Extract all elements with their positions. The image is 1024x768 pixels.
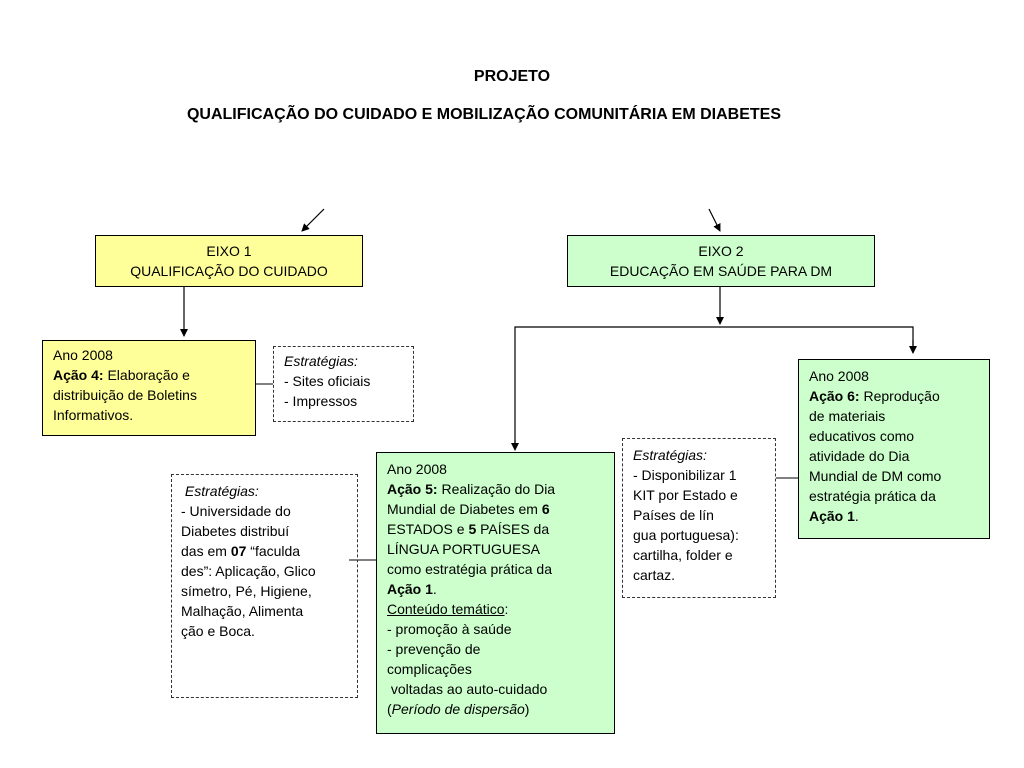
estrategias5-label: Estratégias: xyxy=(181,483,259,499)
acao5-ref: Ação 1 xyxy=(387,581,433,597)
acao4-text-3: Informativos. xyxy=(53,407,134,423)
acao5-periodo: Período de dispersão xyxy=(391,701,525,717)
acao5-number-6: 6 xyxy=(541,501,550,517)
estrategias6-line: cartaz. xyxy=(633,567,676,583)
estrategias5-line: Diabetes distribuí xyxy=(181,523,290,539)
acao5-item: voltadas ao auto-cuidado xyxy=(387,681,548,697)
estrategias5-line: - Universidade do xyxy=(181,503,291,519)
acao5-conteudo-colon: : xyxy=(504,601,509,617)
estrategias5-line: das em xyxy=(181,543,231,559)
acao6-line: Reprodução xyxy=(859,388,940,404)
acao5-periodo-close: ) xyxy=(524,701,530,717)
estrategias4-box: Estratégias: - Sites oficiais - Impresso… xyxy=(273,346,414,422)
acao4-year: Ano 2008 xyxy=(53,347,113,363)
estrategias6-line: - Disponibilizar 1 xyxy=(633,467,737,483)
estrategias6-line: KIT por Estado e xyxy=(633,487,738,503)
acao5-item: - promoção à saúde xyxy=(387,621,512,637)
arrow-to-eixo1 xyxy=(301,208,325,232)
acao6-line: de materiais xyxy=(809,408,886,424)
estrategias5-number-07: 07 xyxy=(230,543,247,559)
acao5-periodo-open: ( xyxy=(387,701,392,717)
acao5-box: Ano 2008 Ação 5: Realização do Dia Mundi… xyxy=(376,452,615,734)
acao5-line-4: LÍNGUA PORTUGUESA xyxy=(387,541,541,557)
acao5-line-2: Mundial de Diabetes em xyxy=(387,501,542,517)
acao5-end: . xyxy=(432,581,437,597)
acao5-line-5: como estratégia prática da xyxy=(387,561,552,577)
eixo1-box: EIXO 1 QUALIFICAÇÃO DO CUIDADO xyxy=(95,235,363,287)
acao5-item: - prevenção de xyxy=(387,641,481,657)
acao5-number-5: 5 xyxy=(468,521,477,537)
acao6-ref: Ação 1 xyxy=(809,508,855,524)
acao5-line-3b: PAÍSES da xyxy=(476,521,550,537)
acao6-line: estratégia prática da xyxy=(809,488,936,504)
estrategias5-line: Malhação, Alimenta xyxy=(181,603,304,619)
estrategias4-item: - Sites oficiais xyxy=(284,373,371,389)
acao5-conteudo-label: Conteúdo temático xyxy=(387,601,505,617)
acao4-text-1: Elaboração e xyxy=(103,367,190,383)
acao5-line-1: Realização do Dia xyxy=(437,481,556,497)
eixo2-label: EIXO 2 xyxy=(698,243,744,259)
eixo2-box: EIXO 2 EDUCAÇÃO EM SAÚDE PARA DM xyxy=(567,235,875,287)
estrategias6-line: cartilha, folder e xyxy=(633,547,733,563)
estrategias5-line: símetro, Pé, Higiene, xyxy=(181,583,312,599)
acao6-end: . xyxy=(854,508,859,524)
estrategias6-box: Estratégias: - Disponibilizar 1 KIT por … xyxy=(622,438,776,598)
acao6-line: educativos como xyxy=(809,428,915,444)
acao4-text-2: distribuição de Boletins xyxy=(53,387,197,403)
acao4-box: Ano 2008 Ação 4: Elaboração e distribuiç… xyxy=(42,340,256,436)
eixo1-subtitle: QUALIFICAÇÃO DO CUIDADO xyxy=(130,263,328,279)
eixo1-label: EIXO 1 xyxy=(206,243,252,259)
acao6-line: atividade do Dia xyxy=(809,448,910,464)
acao6-box: Ano 2008 Ação 6: Reprodução de materiais… xyxy=(798,359,990,539)
acao5-year: Ano 2008 xyxy=(387,461,447,477)
estrategias5-line: “faculda xyxy=(246,543,301,559)
estrategias6-line: gua portuguesa): xyxy=(633,527,739,543)
acao6-year: Ano 2008 xyxy=(809,368,869,384)
eixo2-subtitle: EDUCAÇÃO EM SAÚDE PARA DM xyxy=(609,263,833,279)
branch-line xyxy=(514,326,914,448)
project-title: QUALIFICAÇÃO DO CUIDADO E MOBILIZAÇÃO CO… xyxy=(186,106,782,123)
acao5-title: Ação 5: xyxy=(387,481,438,497)
acao5-line-3a: ESTADOS e xyxy=(387,521,469,537)
arrow-to-eixo2 xyxy=(708,208,721,232)
acao6-line: Mundial de DM como xyxy=(809,468,942,484)
acao5-item: complicações xyxy=(387,661,472,677)
project-label: PROJETO xyxy=(473,68,551,85)
estrategias4-label: Estratégias: xyxy=(284,353,358,369)
estrategias6-label: Estratégias: xyxy=(633,447,707,463)
estrategias6-line: Países de lín xyxy=(633,507,714,523)
estrategias5-line: des”: Aplicação, Glico xyxy=(181,563,316,579)
estrategias4-item: - Impressos xyxy=(284,393,358,409)
acao4-title: Ação 4: xyxy=(53,367,104,383)
estrategias5-line: ção e Boca. xyxy=(181,623,255,639)
estrategias5-box: Estratégias: - Universidade do Diabetes … xyxy=(171,474,358,698)
acao6-title: Ação 6: xyxy=(809,388,860,404)
